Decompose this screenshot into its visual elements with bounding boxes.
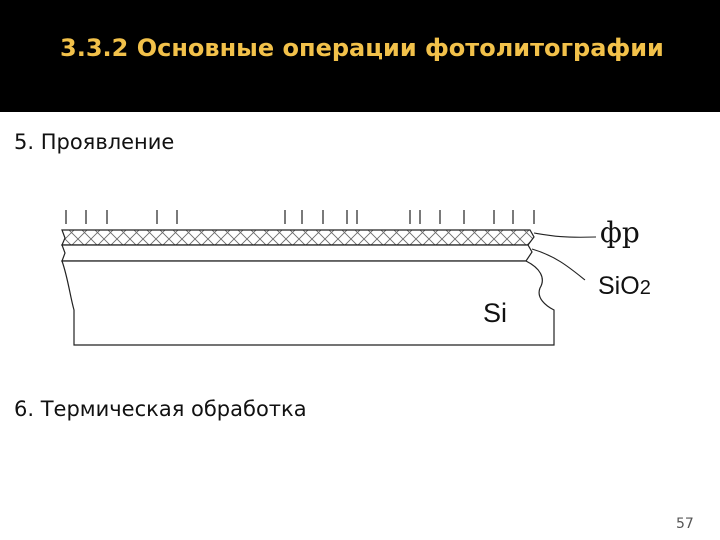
label-oxide: SiO2 xyxy=(598,272,651,300)
page-number: 57 xyxy=(676,516,694,532)
leader-lines xyxy=(531,232,597,281)
slide-title: 3.3.2 Основные операции фотолитографии xyxy=(60,34,664,62)
title-bar: 3.3.2 Основные операции фотолитографии xyxy=(0,0,720,112)
step-6-label: 6. Термическая обработка xyxy=(14,397,307,421)
step-5-label: 5. Проявление xyxy=(14,130,175,154)
oxide-layer xyxy=(61,244,533,262)
label-oxide-index: 2 xyxy=(640,277,651,299)
label-photoresist: фр xyxy=(600,216,640,249)
exposure-ticks xyxy=(65,210,535,224)
silicon-substrate xyxy=(61,260,555,346)
label-oxide-sub: O xyxy=(620,272,639,300)
label-substrate: Si xyxy=(483,298,507,328)
leader-line-oxide xyxy=(531,248,586,281)
label-oxide-main: Si xyxy=(598,272,620,300)
leader-line-photoresist xyxy=(533,232,597,238)
photolithography-diagram: фр SiO2 Si xyxy=(61,210,651,346)
photoresist-layer xyxy=(61,229,535,246)
